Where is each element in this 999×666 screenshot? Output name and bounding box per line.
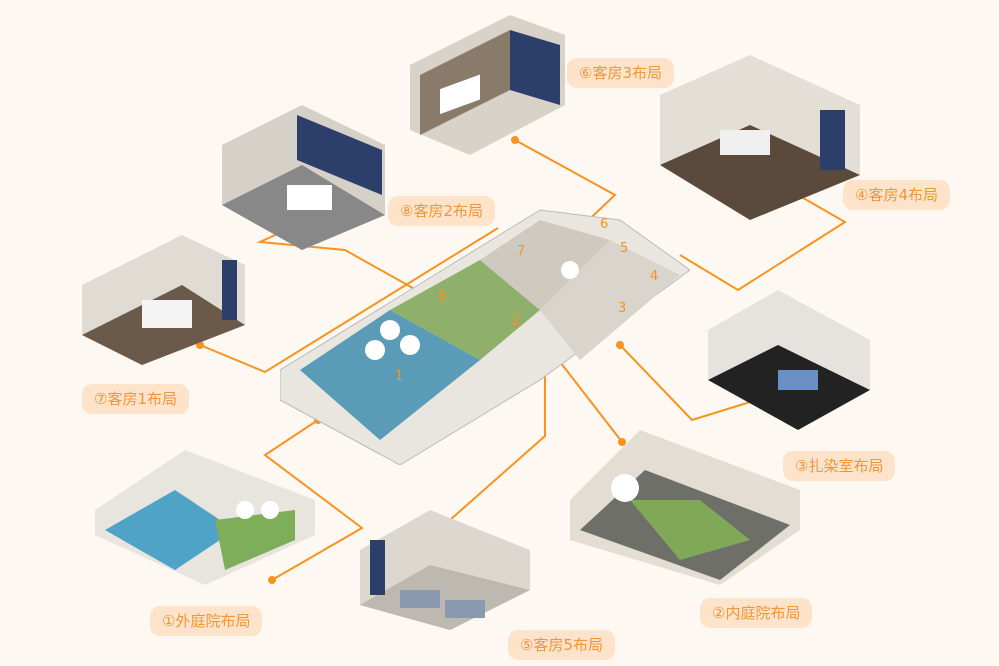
label-guestroom1[interactable]: ⑦客房1布局 [82,384,189,414]
plan-marker-1: 1 [395,369,403,384]
label-guestroom5[interactable]: ⑤客房5布局 [508,630,615,660]
courtyard-outer-render [95,440,315,585]
guestroom4-render [660,55,860,220]
courtyard-inner-render [570,430,800,585]
guestroom2-render [222,105,385,250]
plan-marker-8: 8 [438,289,446,304]
dye-room-render [708,290,870,430]
guestroom3-render [410,15,565,155]
label-guestroom2[interactable]: ⑧客房2布局 [388,196,495,226]
plan-marker-5: 5 [620,241,628,256]
plan-marker-2: 2 [512,314,520,329]
guestroom5-render [360,510,530,630]
label-courtyard-outer[interactable]: ①外庭院布局 [150,606,263,636]
plan-marker-7: 7 [517,244,525,259]
plan-marker-6: 6 [600,217,608,232]
label-guestroom3[interactable]: ⑥客房3布局 [567,58,674,88]
plan-marker-3: 3 [618,301,626,316]
label-guestroom4[interactable]: ④客房4布局 [843,180,950,210]
label-courtyard-inner[interactable]: ②内庭院布局 [700,598,813,628]
label-dye-room[interactable]: ③扎染室布局 [783,451,896,481]
guestroom1-render [82,235,245,365]
plan-marker-4: 4 [650,269,658,284]
